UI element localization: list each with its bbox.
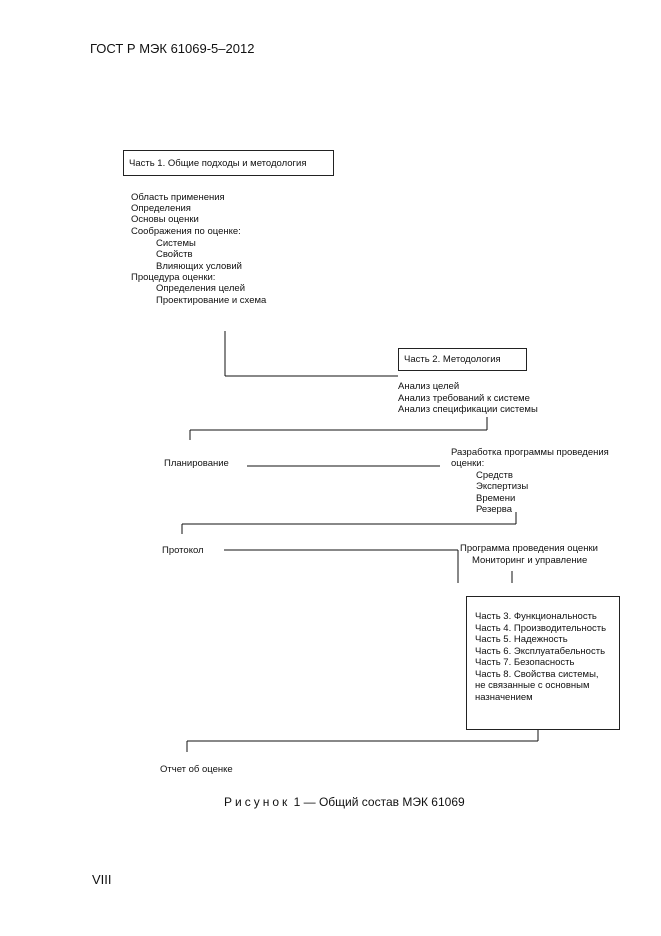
part1-box: Часть 1. Общие подходы и методология (123, 150, 334, 176)
page-number: VIII (92, 872, 112, 887)
program-item: Экспертизы (476, 481, 529, 492)
part1-item: Основы оценки (131, 214, 199, 225)
part1-title: Часть 1. Общие подходы и методология (129, 158, 307, 169)
part2-item: Анализ требований к системе (398, 393, 530, 404)
part1-item: Соображения по оценке: (131, 226, 241, 237)
program-item: Резерва (476, 504, 513, 515)
part1-subitem: Проектирование и схема (156, 295, 267, 306)
caption-text: — Общий состав МЭК 61069 (303, 795, 465, 809)
parts-box: Часть 3. Функциональность Часть 4. Произ… (466, 596, 620, 730)
parts-item: Часть 8. Свойства системы, (475, 669, 599, 680)
parts-item: Часть 7. Безопасность (475, 657, 575, 668)
program-item: Средств (476, 470, 513, 481)
part1-item: Область применения (131, 192, 225, 203)
part2-box: Часть 2. Методология (398, 348, 527, 371)
caption-word: Рисунок (224, 795, 291, 809)
parts-item: Часть 3. Функциональность (475, 611, 597, 622)
parts-item: не связанные с основным (475, 680, 590, 691)
part2-title: Часть 2. Методология (404, 354, 501, 365)
parts-item: назначением (475, 692, 533, 703)
part2-item: Анализ целей (398, 381, 460, 392)
part1-item: Процедура оценки: (131, 272, 216, 283)
part2-item: Анализ спецификации системы (398, 404, 538, 415)
part1-item: Определения (131, 203, 191, 214)
parts-item: Часть 6. Эксплуатабельность (475, 646, 606, 657)
figure-caption: Рисунок 1 — Общий состав МЭК 61069 (224, 796, 465, 808)
part1-subitem: Свойств (156, 249, 193, 260)
program-development-line2: оценки: (451, 458, 485, 469)
parts-item: Часть 5. Надежность (475, 634, 568, 645)
planning-label: Планирование (164, 458, 229, 469)
report-label: Отчет об оценке (160, 764, 233, 775)
parts-item: Часть 4. Производительность (475, 623, 607, 634)
protocol-label: Протокол (162, 545, 204, 556)
part1-subitem: Системы (156, 238, 196, 249)
caption-number: 1 (293, 795, 301, 809)
program-item: Времени (476, 493, 516, 504)
part1-subitem: Влияющих условий (156, 261, 242, 272)
evaluation-program-label: Программа проведения оценки (460, 543, 598, 554)
part1-subitem: Определения целей (156, 283, 246, 294)
monitoring-label: Мониторинг и управление (472, 555, 588, 566)
document-header: ГОСТ Р МЭК 61069-5–2012 (90, 41, 255, 56)
program-development-line1: Разработка программы проведения (451, 447, 609, 458)
